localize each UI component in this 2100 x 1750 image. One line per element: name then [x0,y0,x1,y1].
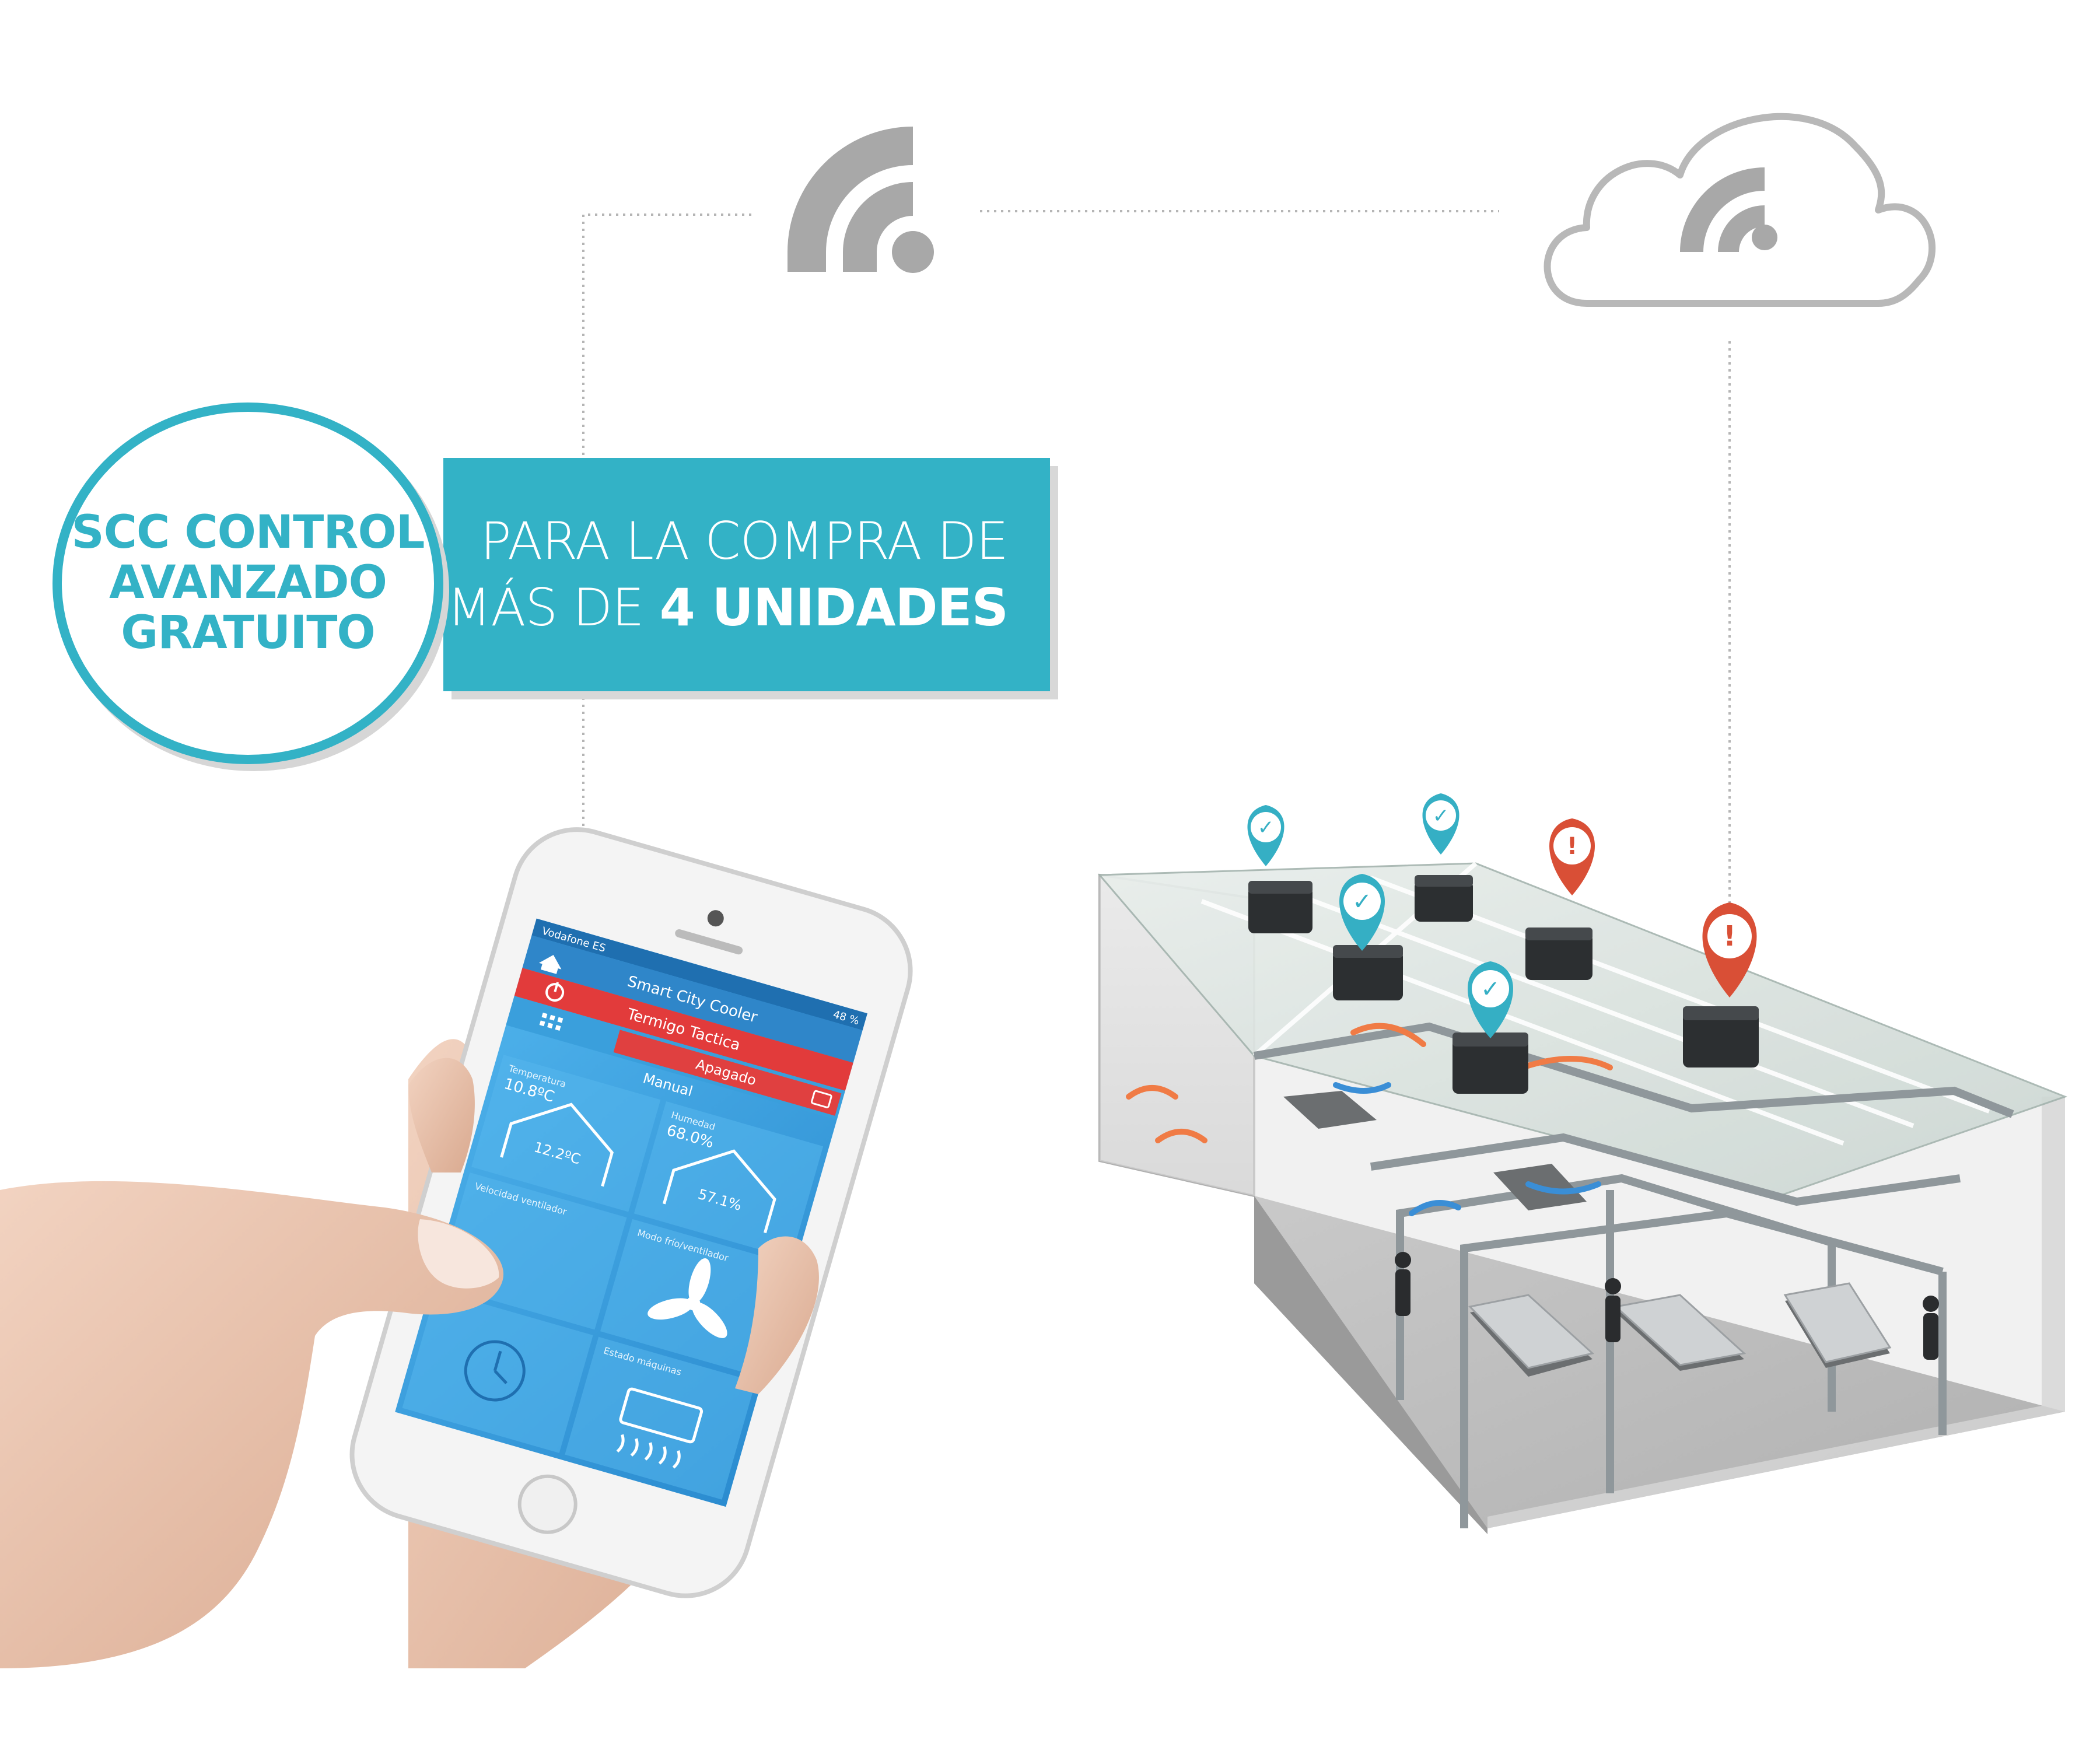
worker-silhouette [1395,1252,1411,1316]
banner-highlight: 4 UNIDADES [659,578,1009,638]
cooler-unit [1333,945,1403,1000]
power-icon[interactable] [545,980,566,1002]
promo-banner: PARA LA COMPRA DE MÁS DE 4 UNIDADES [443,458,1050,691]
svg-text:✓: ✓ [1352,888,1372,915]
cooler-unit [1452,1032,1528,1094]
phone-camera [707,910,724,927]
cooler-unit [1683,1006,1759,1068]
alert-marker-icon: ! [1702,902,1757,998]
worker-silhouette [1605,1278,1621,1342]
wifi-icon [788,127,934,273]
cooler-unit [1415,875,1473,922]
temperature-tile[interactable]: Temperatura 10.8ºC 12.2ºC [471,1055,661,1212]
grid-menu-icon[interactable] [539,1012,564,1031]
clock-icon [464,1340,526,1402]
power-state-bar[interactable] [613,1030,842,1116]
svg-text:!: ! [1723,920,1736,953]
svg-text:✓: ✓ [1480,976,1500,1003]
alert-marker-icon: ! [1549,818,1595,895]
badge-line-2: AVANZADO [109,556,387,610]
worker-silhouette [1923,1296,1939,1360]
machine-state-tile[interactable]: Estado máquinas [565,1336,756,1500]
home-icon[interactable] [537,951,565,975]
cooler-unit [1248,881,1312,933]
cooler-machine-icon [616,1387,704,1469]
tapping-hand [0,1181,504,1668]
app-screen: Vodafone ES 48 % Smart City Cooler Termi… [395,918,867,1507]
badge-line-1: SCC CONTROL [71,506,425,559]
cooler-units [1248,875,1759,1094]
ok-marker-icon: ✓ [1468,961,1513,1038]
fan-icon [648,1258,727,1338]
warehouse-front-wall [1254,1196,1488,1534]
badge-line-3: GRATUITO [121,606,375,659]
ok-marker-icon: ✓ [1422,793,1460,855]
smartphone: Vodafone ES 48 % Smart City Cooler Termi… [349,827,913,1598]
promo-badge: SCC CONTROL AVANZADO GRATUITO [52,402,443,764]
fingernail [418,1219,499,1289]
svg-text:✓: ✓ [1258,816,1275,839]
holding-fingers [408,1058,475,1172]
banner-line-1: PARA LA COMPRA DE [480,510,1009,571]
status-markers: ✓ ✓ ✓ ✓ ! ! [1247,793,1757,1038]
home-button[interactable] [513,1469,582,1539]
holding-thumb [735,1236,819,1394]
cloud-wifi-icon [1680,167,1777,252]
humidity-tile[interactable]: Humedad 68.0% 57.1% [634,1101,824,1259]
ok-marker-icon: ✓ [1247,805,1284,866]
cloud-icon [1544,113,1936,307]
cast-icon[interactable] [811,1090,832,1108]
cooler-unit [1525,928,1592,980]
svg-text:✓: ✓ [1433,804,1450,828]
svg-text:!: ! [1567,833,1577,860]
ok-marker-icon: ✓ [1339,874,1385,951]
banner-line-2: MÁS DE 4 UNIDADES [447,578,1009,638]
phone-speaker [675,929,743,955]
timer-tile[interactable] [402,1290,593,1453]
